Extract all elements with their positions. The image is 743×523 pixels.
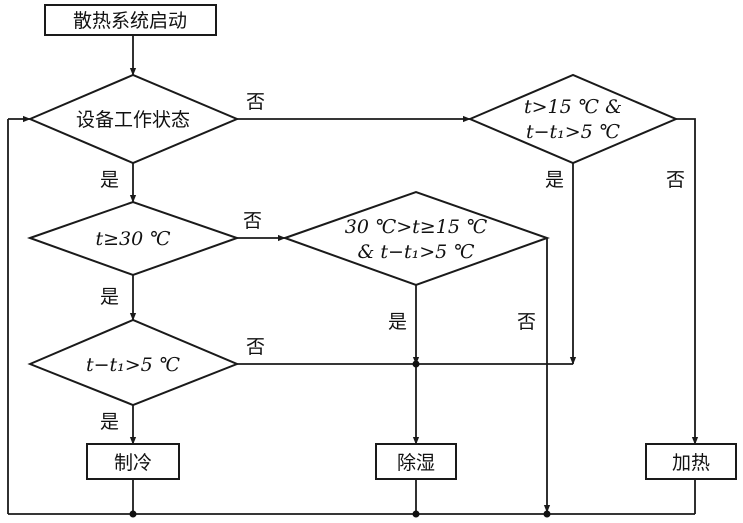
label-yes: 是 [100,169,119,191]
action-dehumidify: 除湿 [375,443,457,480]
decision-right-range-line2: t−t₁>5 ℃ [526,121,620,143]
action-cool-label: 制冷 [114,452,152,474]
start-label: 散热系统启动 [73,10,187,32]
connectors [7,35,699,515]
decision-temp-30-label: t≥30 ℃ [95,228,170,250]
decision-device-state: 设备工作状态 [27,73,240,165]
label-no: 否 [517,311,536,333]
decision-mid-range-line2: & t−t₁>5 ℃ [357,241,474,263]
decision-right-range: t>15 ℃ & t−t₁>5 ℃ [467,73,679,165]
action-cool: 制冷 [86,443,180,480]
label-yes: 是 [100,286,119,308]
edge-right-no-to-heat [676,118,699,445]
label-yes: 是 [100,411,119,433]
decision-right-range-line1: t>15 ℃ & [524,96,622,118]
action-dehumidify-label: 除湿 [397,452,435,474]
junction-dot [543,510,551,518]
label-no: 否 [246,336,265,358]
decision-temp-diff-label: t−t₁>5 ℃ [86,354,180,376]
label-no: 否 [666,169,685,191]
junction-dot [412,510,420,518]
junction-dot [412,360,420,368]
label-yes: 是 [545,169,564,191]
action-heat: 加热 [645,443,737,480]
label-no: 否 [246,91,265,113]
decision-mid-range: 30 ℃>t≥15 ℃ & t−t₁>5 ℃ [282,190,550,287]
junctions [129,360,551,518]
decision-temp-30: t≥30 ℃ [27,200,241,277]
junction-dot [129,510,137,518]
decision-device-state-label: 设备工作状态 [76,109,190,131]
start-node: 散热系统启动 [44,4,217,36]
label-no: 否 [243,210,262,232]
decision-mid-range-line1: 30 ℃>t≥15 ℃ [345,216,487,238]
label-yes: 是 [388,311,407,333]
edge-labels: 否 是 否 是 否 是 是 否 是 否 [100,91,685,433]
decision-temp-diff: t−t₁>5 ℃ [27,318,240,407]
action-heat-label: 加热 [672,452,710,474]
